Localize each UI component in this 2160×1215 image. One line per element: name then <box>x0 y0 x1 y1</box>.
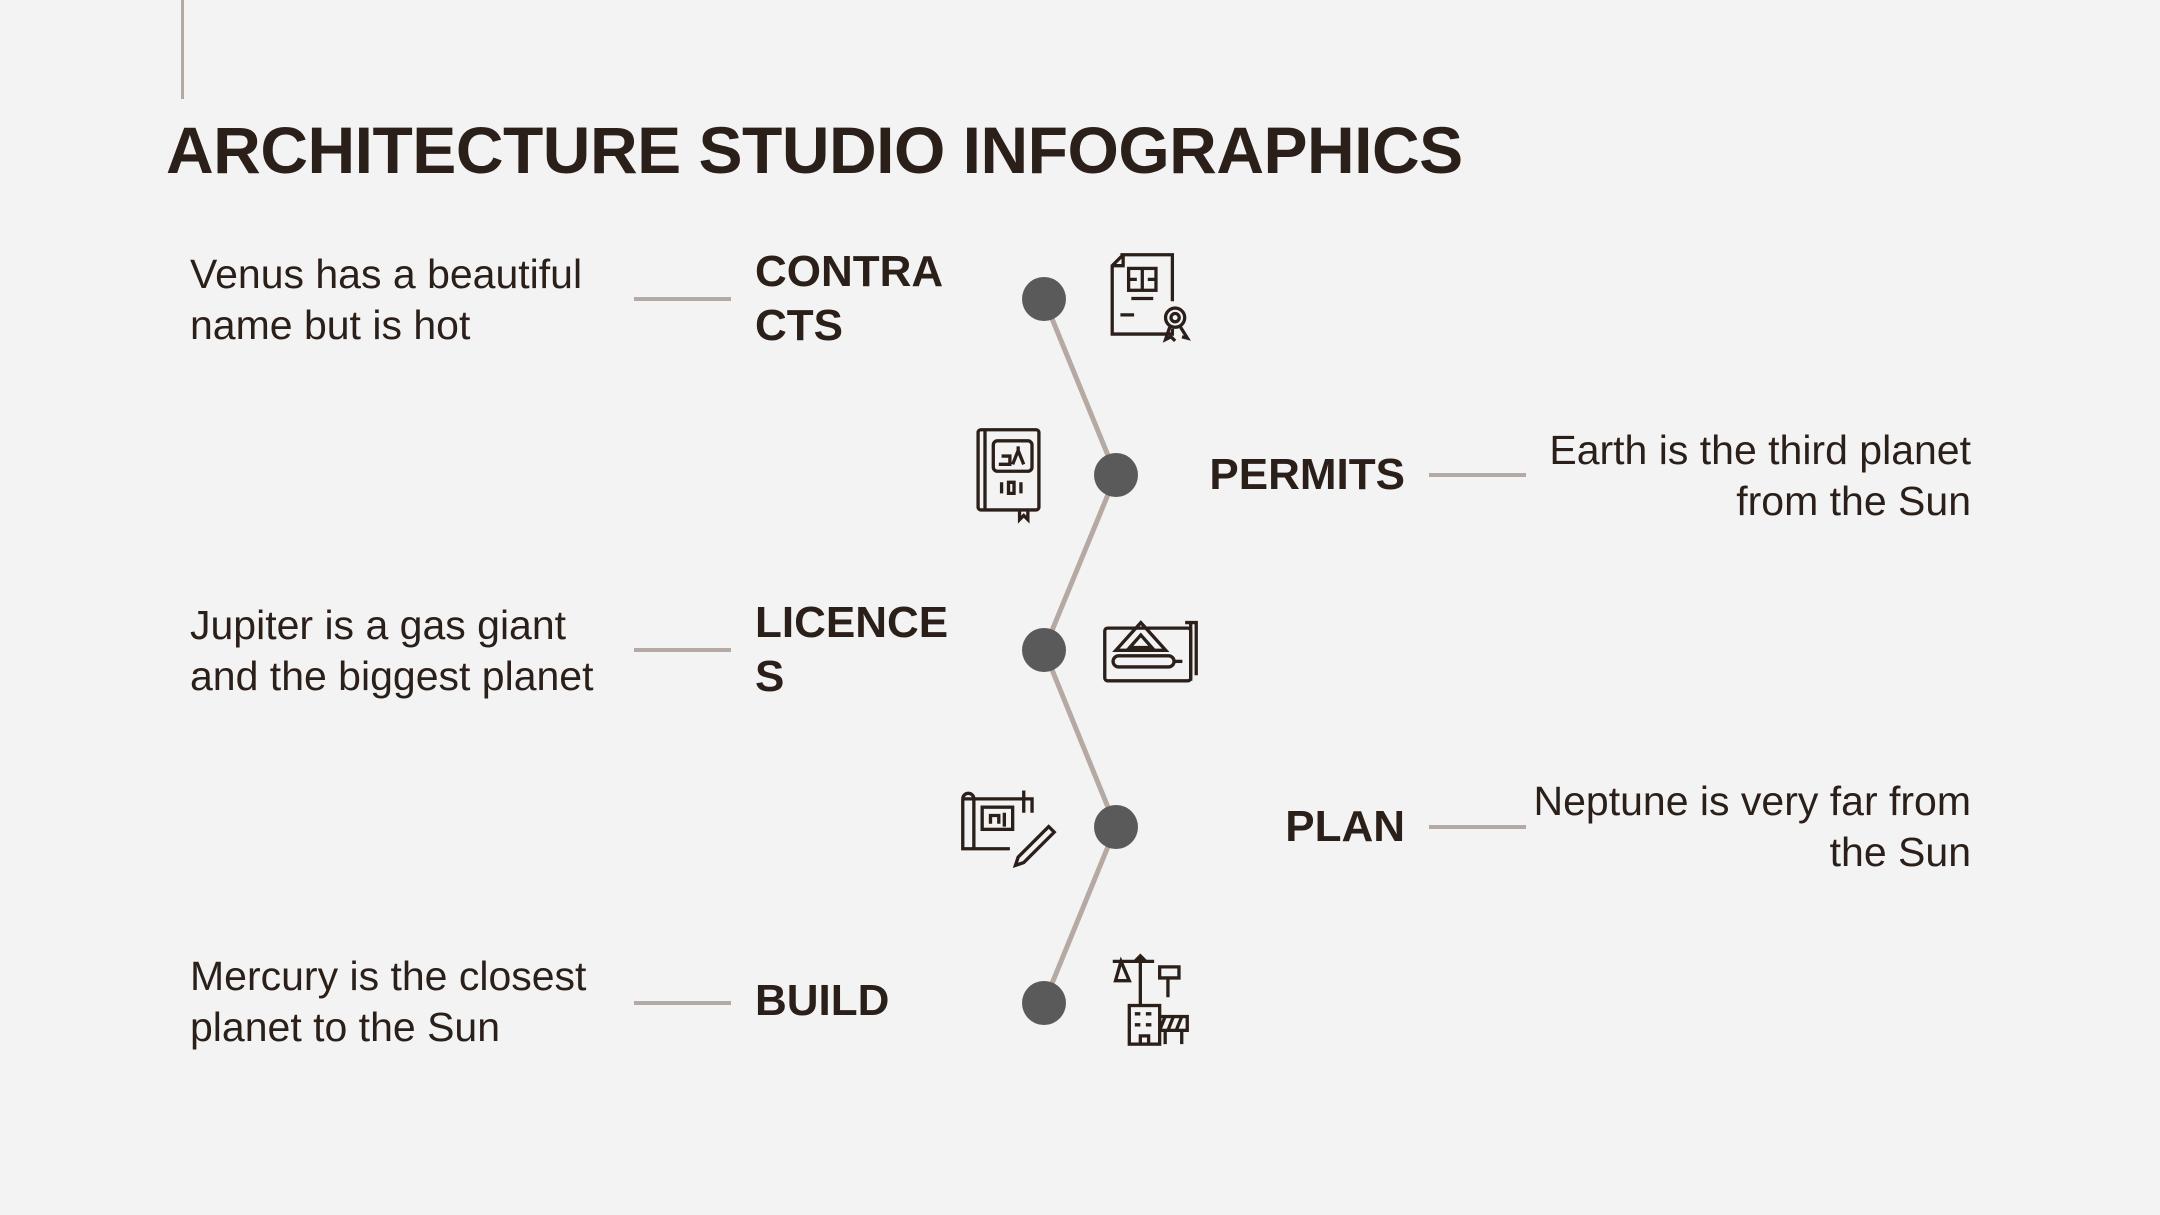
timeline-dot <box>1022 981 1066 1025</box>
step-description-licences: Jupiter is a gas giant and the biggest p… <box>190 602 594 699</box>
label-line: LICENCE <box>755 598 949 647</box>
decorative-vertical-line <box>181 0 184 99</box>
step-label-licences: LICENCE S <box>755 596 965 704</box>
contract-certificate-icon <box>1109 252 1192 345</box>
page-title: ARCHITECTURE STUDIO INFOGRAPHICS <box>166 113 1463 187</box>
blueprint-ruler-icon <box>1102 617 1199 685</box>
timeline-dot <box>1022 277 1066 321</box>
step-label-plan: PLAN <box>1195 800 1405 854</box>
step-description-plan: Neptune is very far from the Sun <box>1533 778 1972 875</box>
construction-crane-icon <box>1110 953 1190 1047</box>
step-description-build: Mercury is the closest planet to the Sun <box>190 953 587 1050</box>
step-label-build: BUILD <box>755 974 965 1028</box>
label-line: CTS <box>755 301 843 350</box>
connector-line <box>1429 825 1526 829</box>
timeline-dot <box>1094 453 1138 497</box>
permit-book-icon <box>975 427 1042 524</box>
step-description-permits: Earth is the third planet from the Sun <box>1549 427 1971 524</box>
timeline-dot <box>1022 628 1066 672</box>
label-line: S <box>755 652 785 701</box>
timeline-dot <box>1094 805 1138 849</box>
connector-line <box>1429 473 1526 477</box>
label-line: PERMITS <box>1209 450 1405 499</box>
connector-line <box>634 1001 731 1005</box>
step-label-contracts: CONTRA CTS <box>755 245 965 353</box>
connector-line <box>634 297 731 301</box>
step-description-contracts: Venus has a beautiful name but is hot <box>190 251 583 348</box>
label-line: BUILD <box>755 976 890 1025</box>
step-label-permits: PERMITS <box>1195 448 1405 502</box>
connector-line <box>634 648 731 652</box>
label-line: CONTRA <box>755 247 944 296</box>
label-line: PLAN <box>1285 802 1405 851</box>
plan-pencil-icon <box>960 785 1057 869</box>
